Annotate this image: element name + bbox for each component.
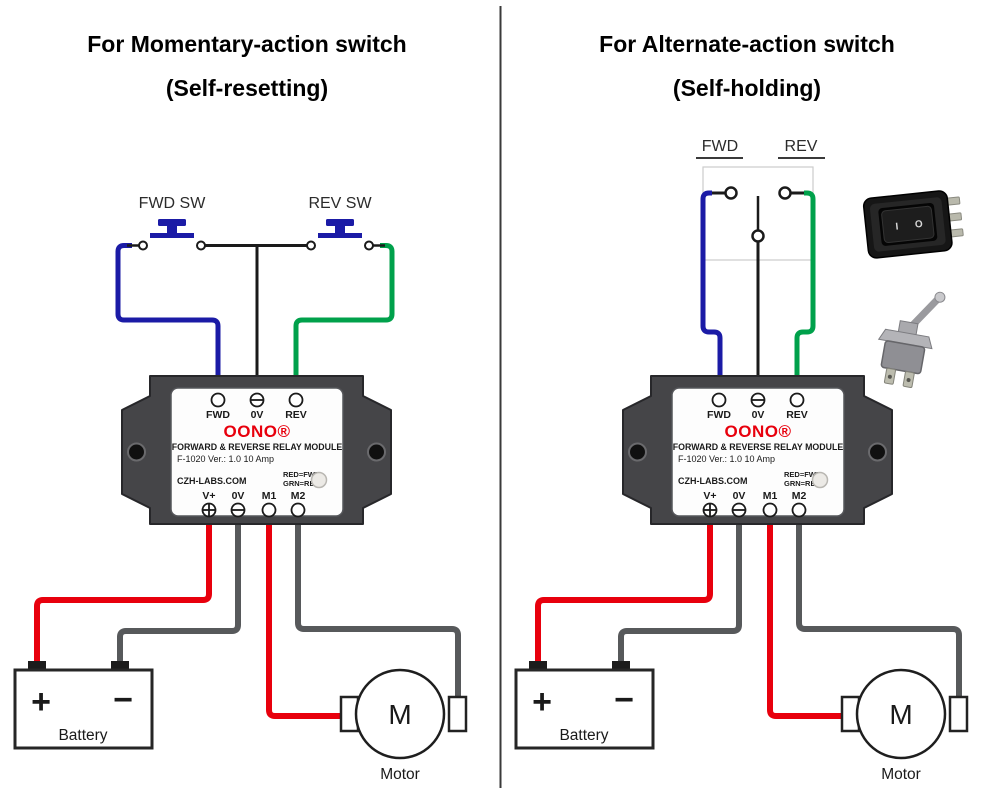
rev-contact-right [364,240,374,251]
contact-rev [778,186,792,200]
power-section-left [15,524,466,783]
toggle-body [880,340,926,375]
schematic-rev-label: REV [785,138,818,155]
wire-green-rev [293,243,395,377]
relay-module-right [622,375,893,525]
fwd-contact-left [138,240,148,251]
right-title-line1: For Alternate-action switch [599,31,895,57]
rev-contact-left [306,240,316,251]
contact-common [751,229,765,243]
rocker-switch-photo: I O [862,190,964,259]
fwd-switch-label: FWD SW [139,195,207,212]
left-title-line1: For Momentary-action switch [87,31,406,57]
fwd-button-cap [158,219,186,226]
toggle-hex-nut [877,328,933,350]
left-panel: For Momentary-action switch (Self-resett… [15,31,466,783]
rocker-mark-on: I [895,221,899,232]
wire-blue-fwd-right [700,190,723,377]
rev-switch-label: REV SW [308,195,372,212]
relay-module-left [121,375,392,525]
rev-button-bar [318,233,362,238]
wire-green-rev-right [794,190,816,377]
rocker-actuator [881,205,935,244]
rocker-mark-off: O [914,219,923,231]
rev-button-cap [326,219,354,226]
left-title-line2: (Self-resetting) [166,75,328,101]
fwd-button-stem [167,226,177,233]
right-panel: For Alternate-action switch (Self-holdin… [516,31,967,783]
schematic-fwd-label: FWD [702,138,738,155]
toggle-lug-hole-1 [887,374,892,379]
fwd-button-bar [150,233,194,238]
fwd-contact-right [196,240,206,251]
fwd-push-button [127,219,206,251]
right-title-line2: (Self-holding) [673,75,821,101]
rev-button-stem [335,226,345,233]
power-section-right [516,524,967,783]
contact-fwd [724,186,738,200]
toggle-switch-photo [877,291,946,388]
toggle-lug-hole-2 [906,378,911,383]
wire-blue-fwd [115,243,221,377]
toggle-lever-tip [934,291,946,303]
rev-push-button [306,219,385,251]
alternate-switch-schematic: FWD REV [696,138,825,261]
